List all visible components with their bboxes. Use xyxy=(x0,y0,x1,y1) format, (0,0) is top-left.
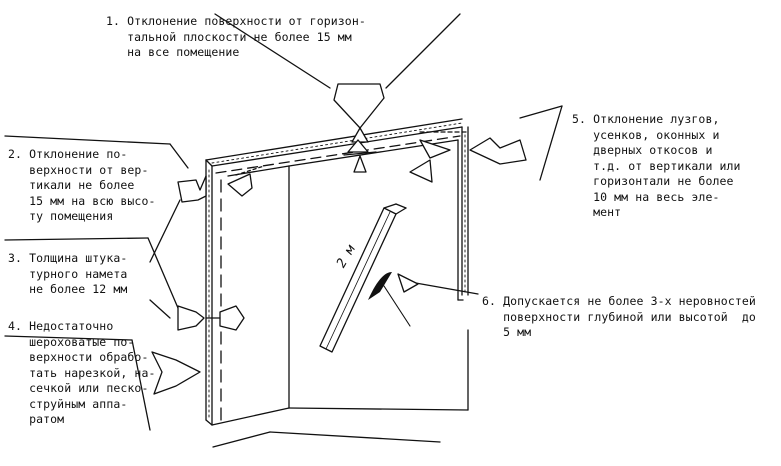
note-5-corners-deviation: 5. Отклонение лузгов, усенков, оконных и… xyxy=(572,112,741,219)
note-6-unevenness: 6. Допускается не более 3-х неровностей … xyxy=(482,294,756,339)
right-wall xyxy=(461,126,469,296)
arrow-note-6 xyxy=(397,273,479,295)
ceiling-edge xyxy=(205,118,463,174)
left-wall xyxy=(205,159,222,426)
note-4-rough-surface: 4. Недостаточно шероховатые по- верхност… xyxy=(8,319,156,426)
note-1-ceiling-deviation: 1. Отклонение поверхности от горизон- та… xyxy=(106,14,366,59)
note-2-vertical-deviation: 2. Отклонение по- верхности от вер- тика… xyxy=(8,147,156,223)
floor xyxy=(211,329,469,448)
arrow-note-4 xyxy=(4,335,201,431)
arrow-note-3 xyxy=(4,237,245,331)
note-3-plaster-thickness: 3. Толщина штука- турного намета не боле… xyxy=(8,251,128,296)
straightedge-rule xyxy=(319,203,411,353)
arrow-note-2 xyxy=(4,135,265,263)
arrow-note-1 xyxy=(214,13,461,173)
arrow-note-5 xyxy=(409,105,563,183)
